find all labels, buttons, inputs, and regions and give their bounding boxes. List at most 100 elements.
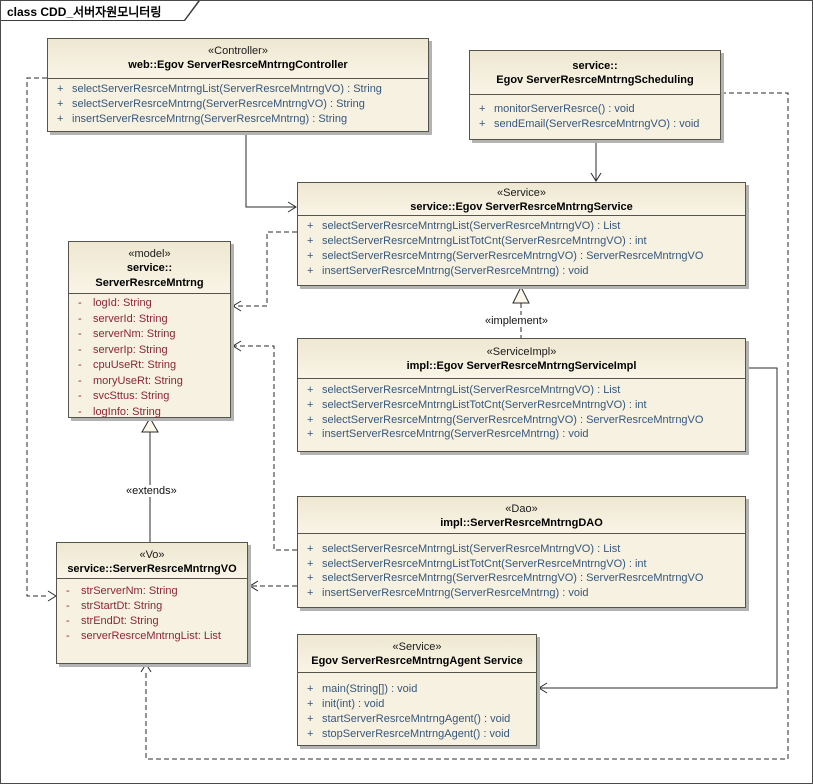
visibility-sign: +	[307, 713, 314, 725]
member-row: -strEndDt: String	[57, 614, 247, 629]
member-text: insertServerResrceMntrng(ServerResrceMnt…	[322, 265, 589, 277]
visibility-sign: +	[307, 728, 314, 740]
member-row: + startServerResrceMntrngAgent() : void	[298, 712, 536, 727]
connector-service-model	[232, 231, 297, 312]
member-text: strEndDt: String	[81, 615, 159, 627]
member-row: +selectServerResrceMntrng(ServerResrceMn…	[48, 97, 428, 112]
member-text: insertServerResrceMntrng(ServerResrceMnt…	[322, 428, 589, 441]
member-text: selectServerResrceMntrng(ServerResrceMnt…	[322, 572, 704, 584]
member-text: selectServerResrceMntrng(ServerResrceMnt…	[322, 413, 704, 426]
member-row: +selectServerResrceMntrngListTotCnt(Serv…	[298, 398, 745, 413]
member-text: startServerResrceMntrngAgent() : void	[322, 713, 511, 725]
visibility-sign: +	[307, 384, 314, 396]
member-text: selectServerResrceMntrngList(ServerResrc…	[322, 384, 621, 396]
diagram-title-tab-fill	[1, 1, 198, 20]
member-row: +selectServerResrceMntrngList(ServerResr…	[298, 542, 745, 557]
member-text: selectServerResrceMntrngListTotCnt(Serve…	[322, 398, 647, 411]
member-text: selectServerResrceMntrngList(ServerResrc…	[72, 83, 382, 95]
connector-controller-vo	[26, 77, 57, 602]
member-text: init(int) : void	[322, 698, 385, 710]
member-list: -strServerNm: String-strStartDt: String-…	[57, 579, 247, 644]
visibility-sign: +	[307, 698, 314, 710]
class-box-serviceimpl[interactable]: «ServiceImpl» impl::Egov ServerResrceMnt…	[297, 338, 746, 452]
visibility-sign: -	[66, 585, 70, 597]
stereotype-label: «Controller»	[208, 45, 268, 57]
member-text: selectServerResrceMntrngListTotCnt(Serve…	[322, 557, 647, 570]
member-row: -logId: String	[69, 296, 230, 312]
visibility-sign: -	[78, 405, 82, 418]
class-box-agentservice[interactable]: «Service» Egov ServerResrceMntrngAgent S…	[297, 634, 537, 746]
member-row: +selectServerResrceMntrngListTotCnt(Serv…	[298, 234, 745, 249]
member-row: -serverIp: String	[69, 343, 230, 359]
member-text: selectServerResrceMntrng(ServerResrceMnt…	[72, 98, 365, 110]
member-text: moryUseRt: String	[93, 374, 183, 387]
visibility-sign: +	[307, 572, 314, 584]
member-list: + selectServerResrceMntrngList(ServerResr…	[298, 379, 745, 442]
class-name: service::ServerResrceMntrng	[69, 261, 230, 291]
visibility-sign: -	[66, 630, 70, 642]
class-box-dao[interactable]: «Dao» impl::ServerResrceMntrngDAO +selec…	[297, 496, 746, 608]
member-row: +insertServerResrceMntrng(ServerResrceMn…	[298, 264, 745, 279]
class-name: service::ServerResrceMntrngVO	[57, 562, 247, 576]
member-row: -moryUseRt: String	[69, 374, 230, 390]
connector-dao-vo	[249, 580, 297, 592]
class-name-line: impl::Egov ServerResrceMntrngServiceImpl	[406, 360, 637, 372]
member-text: main(String[]) : void	[322, 683, 418, 695]
class-box-model[interactable]: «model» service::ServerResrceMntrng -log…	[68, 241, 231, 418]
member-row: +selectServerResrceMntrng(ServerResrceMn…	[298, 249, 745, 264]
member-text: sendEmail(ServerResrceMntrngVO) : void	[494, 118, 700, 130]
stereotype-label: «Service»	[392, 641, 442, 653]
class-name-line: ServerResrceMntrng	[95, 277, 204, 289]
member-row: +selectServerResrceMntrng(ServerResrceMn…	[298, 413, 745, 428]
member-text: stopServerResrceMntrngAgent() : void	[322, 728, 510, 740]
member-row: +selectServerResrceMntrngList(ServerResr…	[48, 82, 428, 97]
member-text: selectServerResrceMntrngList(ServerResrc…	[322, 220, 621, 232]
member-text: selectServerResrceMntrngList(ServerResrc…	[322, 543, 621, 555]
member-text: logInfo: String	[93, 405, 161, 418]
member-row: + init(int) : void	[298, 697, 536, 712]
member-row: -cpuUseRt: String	[69, 358, 230, 374]
class-box-service[interactable]: «Service» service::Egov ServerResrceMntr…	[297, 182, 746, 286]
member-row: -serverNm: String	[69, 327, 230, 343]
member-row: +selectServerResrceMntrngList(ServerResr…	[298, 219, 745, 234]
member-row: +insertServerResrceMntrng(ServerResrceMn…	[298, 427, 745, 442]
class-header: «Service» service::Egov ServerResrceMntr…	[298, 183, 745, 216]
member-row: +monitorServerResrce() : void	[470, 102, 720, 117]
member-row: +sendEmail(ServerResrceMntrngVO) : void	[470, 117, 720, 132]
class-header: «Dao» impl::ServerResrceMntrngDAO	[298, 497, 745, 534]
member-text: monitorServerResrce() : void	[494, 103, 635, 115]
member-row: + selectServerResrceMntrngList(ServerResr…	[298, 383, 745, 398]
class-header: service::Egov ServerResrceMntrngScheduli…	[470, 51, 720, 95]
stereotype-label: «Dao»	[505, 503, 538, 515]
member-text: logId: String	[93, 297, 152, 309]
stereotype-label: «Vo»	[139, 549, 165, 561]
class-box-vo[interactable]: «Vo» service::ServerResrceMntrngVO -strS…	[56, 542, 248, 664]
stereotype-label: «model»	[128, 248, 171, 260]
connector-scheduling-service	[590, 140, 602, 182]
class-box-scheduling[interactable]: service::Egov ServerResrceMntrngScheduli…	[469, 50, 721, 140]
member-list: -logId: String-serverId: String-serverNm…	[69, 294, 230, 420]
connector-vo-model-extends	[141, 416, 159, 542]
class-box-controller[interactable]: «Controller» web::Egov ServerResrceMntrn…	[47, 38, 429, 132]
member-row: -serverResrceMntrngList: List	[57, 629, 247, 644]
member-row: + selectServerResrceMntrng(ServerResrceMn…	[298, 571, 745, 586]
class-name-line: web::Egov ServerResrceMntrngController	[128, 59, 348, 71]
visibility-sign: -	[78, 328, 82, 340]
member-row: +selectServerResrceMntrngListTotCnt(Serv…	[298, 557, 745, 572]
member-list: +selectServerResrceMntrngList(ServerResr…	[48, 79, 428, 127]
visibility-sign: +	[307, 250, 314, 262]
member-list: +main(String[]) : void+init(int) : void+…	[298, 673, 536, 742]
member-text: serverResrceMntrngList: List	[81, 630, 221, 642]
member-list: +monitorServerResrce() : void+sendEmail(…	[470, 95, 720, 132]
class-name: impl::Egov ServerResrceMntrngServiceImpl	[298, 359, 745, 373]
visibility-sign: -	[78, 359, 82, 371]
class-header: «Vo» service::ServerResrceMntrngVO	[57, 543, 247, 579]
visibility-sign: -	[78, 312, 82, 325]
visibility-sign: -	[78, 343, 82, 356]
member-row: + stopServerResrceMntrngAgent() : void	[298, 727, 536, 742]
visibility-sign: -	[66, 600, 70, 612]
class-name: service::Egov ServerResrceMntrngService	[298, 200, 745, 214]
stereotype-label: «ServiceImpl»	[486, 346, 557, 358]
connector-dao-model	[232, 340, 297, 551]
